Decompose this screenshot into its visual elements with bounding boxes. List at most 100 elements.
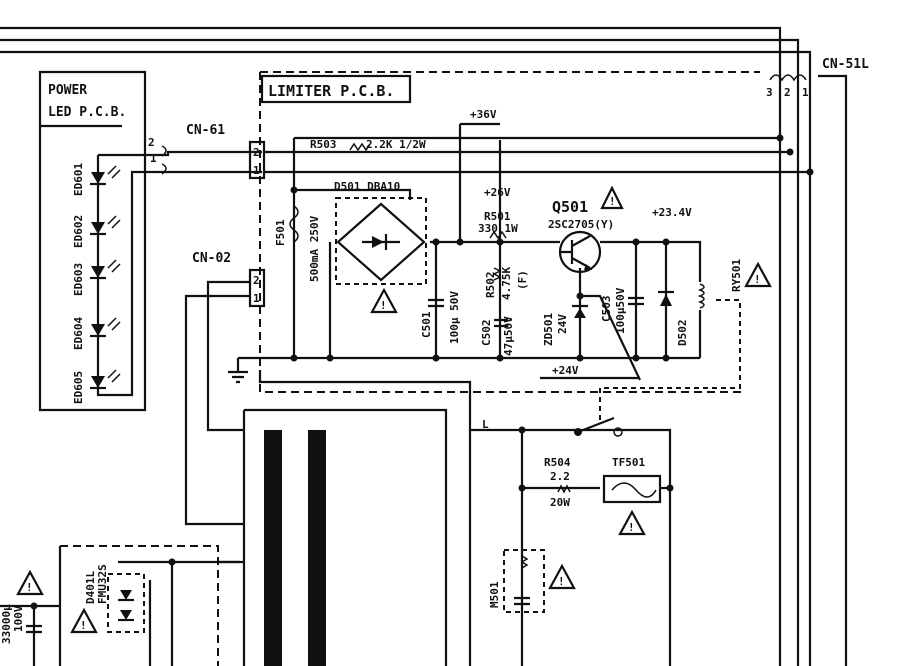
bridge-d501: D501 DBA10 — [334, 180, 427, 285]
power-led-title-line2: LED P.C.B. — [48, 105, 126, 120]
tf501-label: TF501 — [612, 456, 645, 469]
q501-part: 2SC2705(Y) — [548, 218, 614, 231]
svg-text:!: ! — [754, 273, 761, 286]
d501-label: D501 DBA10 — [334, 180, 400, 193]
cap-bottom-voltage: 100V — [12, 605, 25, 632]
svg-text:!: ! — [26, 581, 33, 594]
module-m501: M501 ! — [488, 549, 576, 613]
resistor-r504: R504 2.2 20W — [520, 430, 600, 666]
r503-label: R503 — [310, 138, 337, 151]
capacitor-c501: C501 100μ 50V — [420, 291, 461, 344]
resistor-r503: R503 2.2K 1/2W — [310, 138, 426, 152]
c503-label: C503 — [600, 296, 613, 323]
power-led-pcb: POWER LED P.C.B. 2 1 — [38, 70, 262, 412]
ry501-label: RY501 — [730, 259, 743, 292]
led-ed603 — [90, 259, 121, 280]
relay-contact — [574, 416, 623, 437]
zd501-value: 24V — [556, 314, 569, 334]
transistor-q501: Q501 2SC2705(Y) ! — [548, 185, 624, 274]
warning-icon: ! — [744, 261, 772, 288]
cn61-board-pin-2: 2 — [253, 146, 260, 159]
cn51l-pin-1: 1 — [802, 86, 809, 99]
r501-label: R501 — [484, 210, 511, 223]
top-bus-lines — [0, 26, 848, 666]
limiter-title: LIMITER P.C.B. — [268, 82, 394, 100]
capacitor-bottom: 33000μ 100V ! — [0, 569, 60, 666]
cn51l-label: CN-51L — [822, 57, 869, 72]
warning-icon: ! — [70, 607, 98, 634]
cn61-label: CN-61 — [186, 123, 225, 138]
voltage-23-4v: +23.4V — [652, 206, 692, 219]
cn02-connector: CN-02 2 1 — [184, 251, 266, 526]
thermal-fuse-tf501: TF501 ! — [602, 456, 670, 536]
capacitor-c502: C502 47μ50V — [480, 316, 515, 356]
r502-label: R502 — [484, 272, 497, 299]
cap-bottom-value: 33000μ — [0, 604, 13, 644]
svg-text:!: ! — [558, 575, 565, 588]
cn02-pin-1: 1 — [253, 292, 260, 305]
fuse-f501: F501 500mA 250V — [274, 205, 321, 282]
transformer: L — [242, 370, 672, 666]
d401l-label: D401L — [84, 571, 97, 604]
junction-dots — [30, 134, 814, 610]
voltage-36v: +36V — [470, 108, 497, 121]
r504-label: R504 — [544, 456, 571, 469]
led-ed605 — [90, 369, 121, 390]
led-chain — [90, 165, 121, 390]
led-ed604 — [90, 317, 121, 338]
limiter-wiring — [264, 122, 812, 381]
r503-value: 2.2K 1/2W — [366, 138, 426, 151]
warning-icon: ! — [618, 509, 646, 536]
m501-label: M501 — [488, 581, 501, 608]
c501-value: 100μ 50V — [448, 291, 461, 344]
cn02-pin-2: 2 — [253, 274, 260, 287]
power-led-title-line1: POWER — [48, 83, 87, 98]
zener-zd501: ZD501 24V — [542, 304, 588, 346]
r504-value-ohm: 2.2 — [550, 470, 570, 483]
cn61-board-pin-1: 1 — [253, 164, 260, 177]
capacitor-c503: C503 100μ50V — [600, 287, 644, 334]
led-ed602 — [90, 215, 121, 236]
rectifier-d401l: D401L FMU32S ! — [58, 545, 244, 666]
warning-icon: ! — [370, 287, 398, 314]
node-l-label: L — [482, 418, 489, 431]
svg-text:!: ! — [628, 521, 635, 534]
zd501-label: ZD501 — [542, 313, 555, 346]
warning-icon: ! — [16, 569, 44, 596]
f501-value: 500mA 250V — [308, 215, 321, 282]
warning-icon: ! — [548, 563, 576, 590]
d401l-part: FMU32S — [96, 564, 109, 604]
led-label-ed605: ED605 — [72, 371, 85, 404]
r504-value-watt: 20W — [550, 496, 570, 509]
cn61-connector: CN-61 2 1 — [161, 123, 266, 180]
cn51l-pin-3: 3 — [766, 86, 773, 99]
voltage-24v: +24V — [552, 364, 579, 377]
r501-value: 330 1W — [478, 222, 518, 235]
warning-icon: ! — [600, 185, 624, 210]
cn02-label: CN-02 — [192, 251, 231, 266]
svg-text:!: ! — [80, 619, 87, 632]
led-label-ed603: ED603 — [72, 263, 85, 296]
r502-tolerance: (F) — [516, 270, 529, 290]
c501-label: C501 — [420, 311, 433, 338]
svg-text:!: ! — [609, 195, 616, 208]
c502-value: 47μ50V — [502, 316, 515, 356]
c502-label: C502 — [480, 320, 493, 347]
resistor-r501: +26V R501 330 1W — [478, 186, 518, 240]
led-label-ed601: ED601 — [72, 163, 85, 196]
d502-label: D502 — [676, 320, 689, 347]
cn51l-pin-2: 2 — [784, 86, 791, 99]
limiter-pcb: LIMITER P.C.B. — [259, 71, 760, 393]
svg-text:!: ! — [380, 299, 387, 312]
led-label-ed604: ED604 — [72, 317, 85, 350]
cn61-pin-2: 2 — [148, 136, 155, 149]
f501-label: F501 — [274, 219, 287, 246]
resistor-r502: R502 4.75K (F) — [484, 267, 529, 300]
relay-ry501: RY501 ! — [599, 259, 772, 420]
voltage-26v: +26V — [484, 186, 511, 199]
r502-value: 4.75K — [500, 267, 513, 300]
led-label-ed602: ED602 — [72, 215, 85, 248]
ground-symbol — [228, 356, 264, 384]
